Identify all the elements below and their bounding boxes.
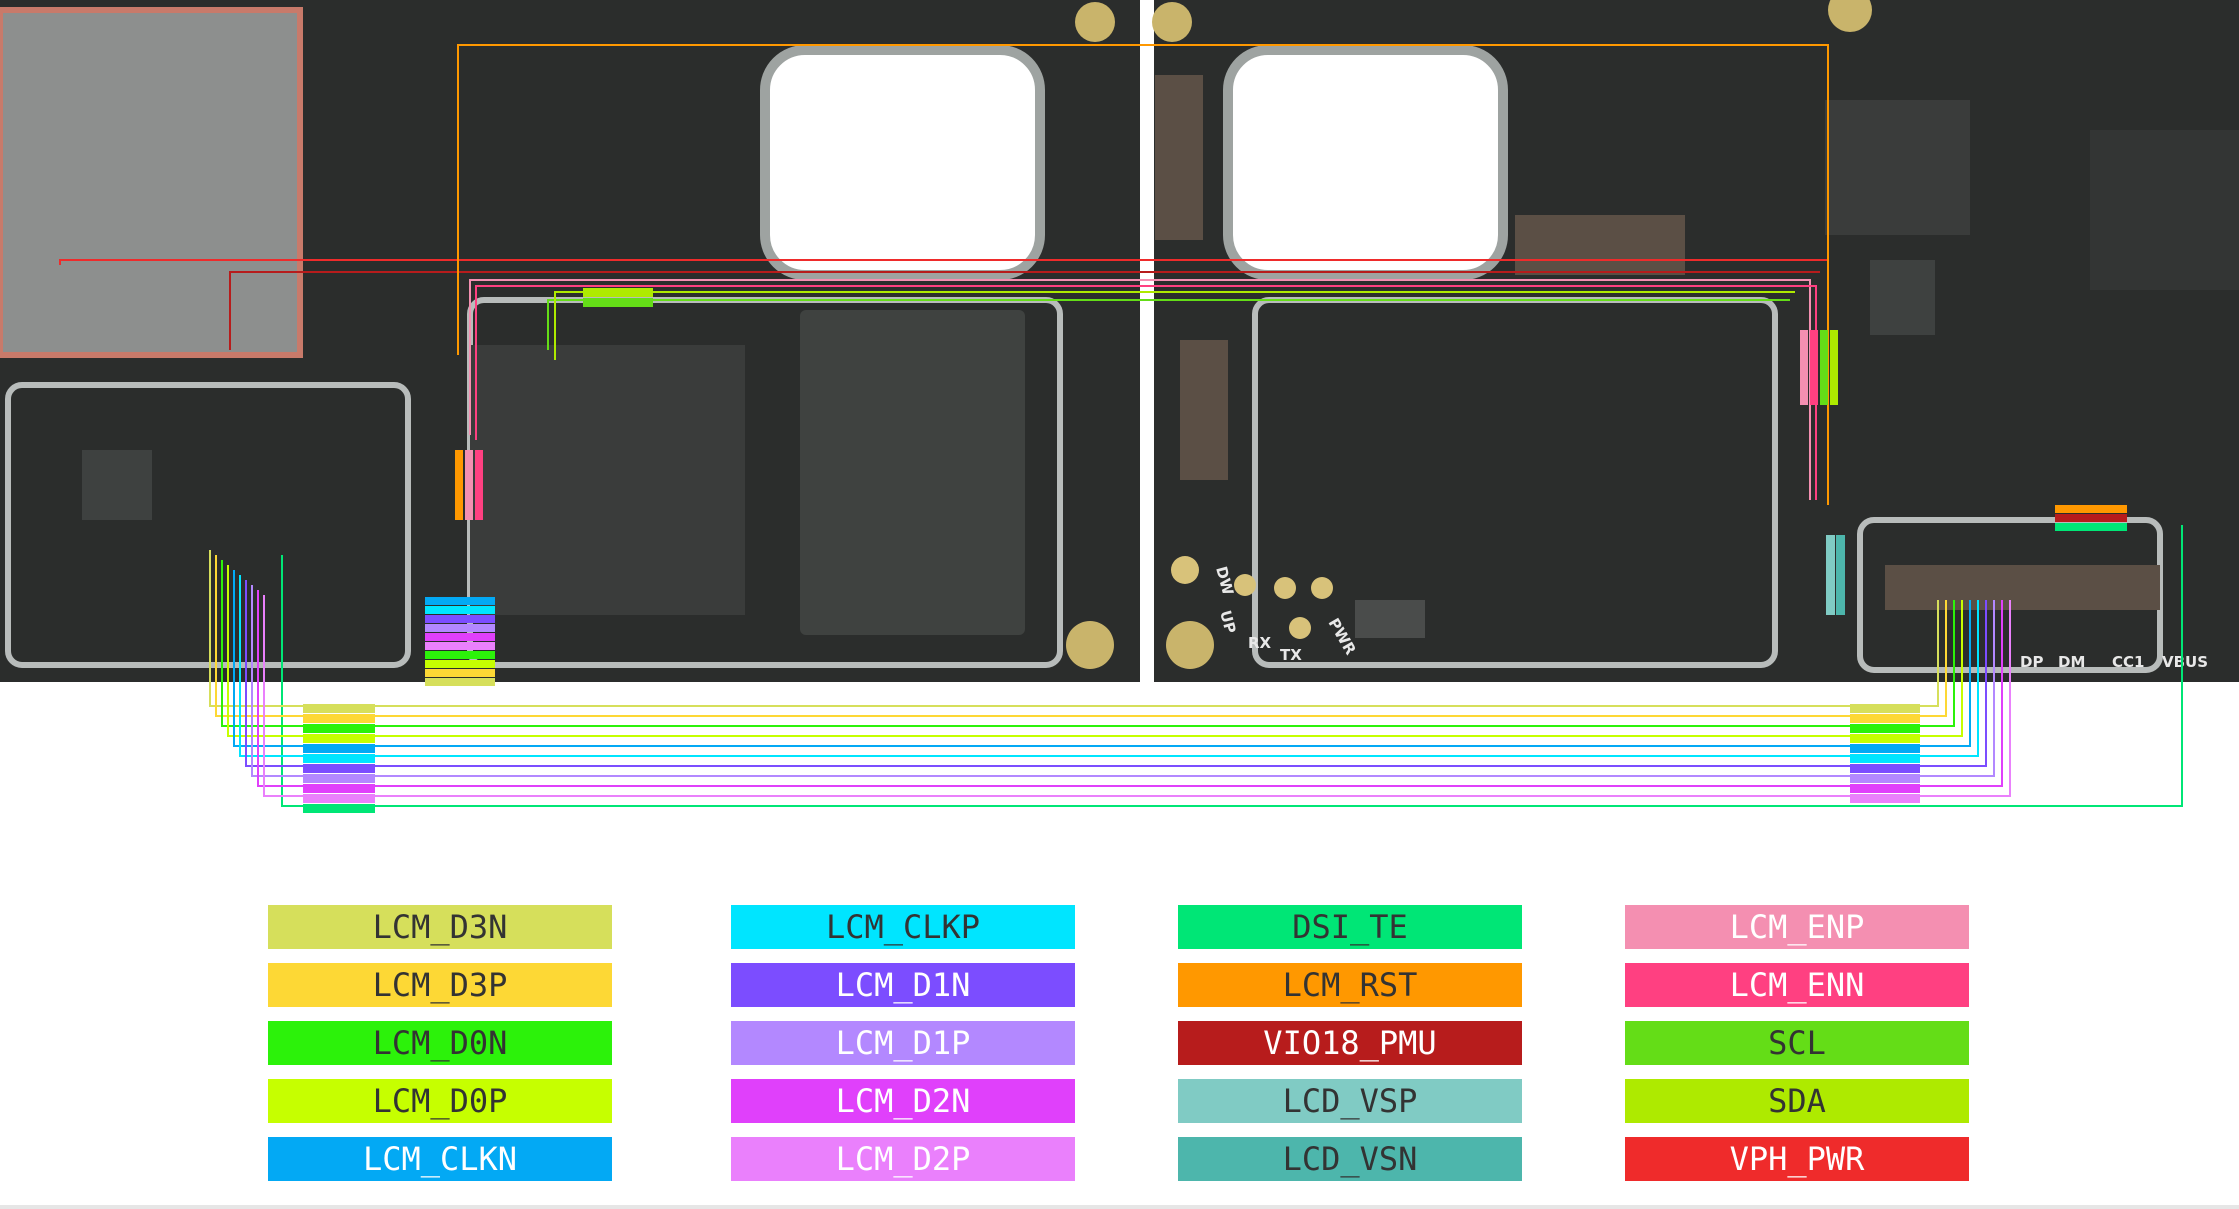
trace-lcm-d1n	[245, 580, 1987, 767]
legend-item-lcm-d2n: LCM_D2N	[731, 1079, 1075, 1123]
pcb-board-diagram: DW UP RX TX PWR DP DM CC1 VBUS	[0, 0, 2239, 813]
fpc-connector	[1180, 340, 1228, 480]
board-label-vbus: VBUS	[2162, 653, 2208, 671]
legend-item-lcm-d1n: LCM_D1N	[731, 963, 1075, 1007]
rst-tags-left	[455, 450, 483, 520]
legend-item-scl: SCL	[1625, 1021, 1969, 1065]
soc-chip	[470, 345, 745, 615]
test-pad	[1311, 577, 1333, 599]
board-label-tx: TX	[1280, 646, 1302, 664]
small-chip	[82, 450, 152, 520]
legend-item-dsi-te: DSI_TE	[1178, 905, 1522, 949]
lcd-connector	[1885, 565, 2160, 610]
legend-item-lcm-d0n: LCM_D0N	[268, 1021, 612, 1065]
board-label-up: UP	[1216, 608, 1239, 635]
trace-lcm-d2p	[263, 595, 2011, 797]
legend-item-lcm-enp: LCM_ENP	[1625, 905, 1969, 949]
left-cutout	[760, 45, 1045, 280]
test-pad	[1274, 577, 1296, 599]
memory-chip	[800, 310, 1025, 635]
trace-lcm-d3p	[215, 555, 1947, 717]
legend-item-vio18-pmu: VIO18_PMU	[1178, 1021, 1522, 1065]
mounting-hole	[1828, 0, 1872, 32]
connector	[1355, 600, 1425, 638]
mounting-hole	[1166, 621, 1214, 669]
pmic-chip	[1825, 100, 1970, 235]
trace-vio18-pmu	[229, 271, 1820, 350]
vsp-vsn-tags	[1826, 535, 1845, 615]
legend-item-lcm-d2p: LCM_D2P	[731, 1137, 1075, 1181]
legend-item-lcm-clkn: LCM_CLKN	[268, 1137, 612, 1181]
center-gap	[1140, 0, 1154, 682]
sim-tray	[0, 7, 303, 358]
trace-lcm-d3n	[209, 550, 1939, 707]
test-pad	[1289, 617, 1311, 639]
trace-vph-pwr	[59, 259, 1828, 265]
legend-item-lcm-d3n: LCM_D3N	[268, 905, 612, 949]
modem-chip	[1870, 260, 1935, 335]
signal-legend: LCM_D3N LCM_D3P LCM_D0N LCM_D0P LCM_CLKN LCM_…	[0, 890, 2239, 1190]
trace-scl	[547, 299, 1790, 350]
board-label-rx: RX	[1248, 634, 1272, 652]
legend-item-lcm-d1p: LCM_D1P	[731, 1021, 1075, 1065]
shield-outline	[5, 382, 411, 668]
board-label-cc1: CC1	[2112, 653, 2144, 671]
legend-item-lcm-d3p: LCM_D3P	[268, 963, 612, 1007]
right-lane-tags	[1850, 704, 1920, 803]
legend-item-lcm-enn: LCM_ENN	[1625, 963, 1969, 1007]
board-label-dp: DP	[2020, 653, 2043, 671]
test-pad	[1171, 556, 1199, 584]
mounting-hole	[1066, 621, 1114, 669]
trace-lcm-clkp	[239, 575, 1979, 757]
enable-tags	[1800, 330, 2127, 531]
test-pad	[1234, 574, 1256, 596]
fpc-connector	[1515, 215, 1685, 275]
bottom-divider	[0, 1205, 2239, 1209]
mediatek-chip	[2090, 130, 2239, 290]
mounting-hole	[1152, 2, 1192, 42]
scl-sda-tags	[583, 288, 653, 307]
legend-item-lcm-clkp: LCM_CLKP	[731, 905, 1075, 949]
legend-item-lcm-rst: LCM_RST	[1178, 963, 1522, 1007]
trace-dsi-te	[281, 525, 2183, 807]
trace-lcm-d0n	[221, 560, 1955, 727]
left-lane-tags	[303, 704, 375, 813]
trace-sda	[554, 291, 1795, 360]
right-cutout	[1223, 45, 1508, 280]
trace-lcm-d2n	[257, 590, 2003, 787]
board-label-dm: DM	[2058, 653, 2085, 671]
legend-item-lcd-vsn: LCD_VSN	[1178, 1137, 1522, 1181]
legend-item-lcm-d0p: LCM_D0P	[268, 1079, 612, 1123]
fpc-connector	[1155, 75, 1203, 240]
trace-lcm-clkn	[233, 570, 1971, 747]
legend-item-sda: SDA	[1625, 1079, 1969, 1123]
trace-lcm-d0p	[227, 565, 1963, 737]
legend-item-lcd-vsp: LCD_VSP	[1178, 1079, 1522, 1123]
mounting-hole	[1075, 2, 1115, 42]
center-lane-tags	[425, 597, 495, 686]
trace-lcm-d1p	[251, 585, 1995, 777]
trace-lcm-rst	[457, 44, 1829, 505]
legend-item-vph-pwr: VPH_PWR	[1625, 1137, 1969, 1181]
